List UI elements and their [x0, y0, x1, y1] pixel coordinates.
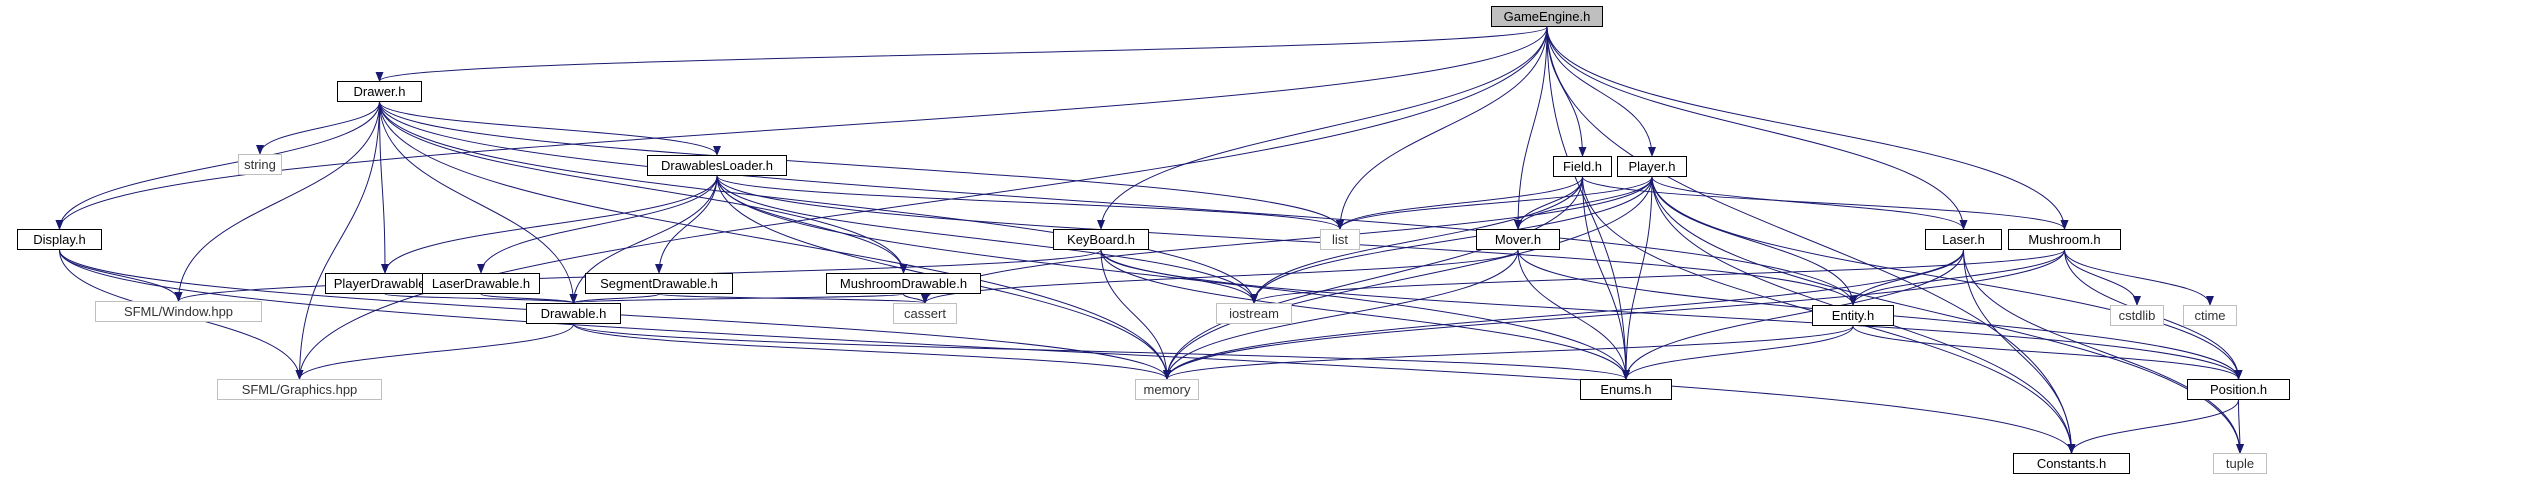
- edge-mushroom-to-entity: [1849, 249, 2065, 306]
- node-list[interactable]: list: [1320, 229, 1360, 250]
- node-string[interactable]: string: [238, 154, 282, 175]
- edge-drawer-to-drawable: [379, 101, 578, 304]
- edge-gameengine-to-constants: [1546, 26, 2076, 454]
- edge-gameengine-to-drawer: [375, 26, 1548, 82]
- edge-segmentdrawable-to-cassert: [658, 293, 929, 304]
- node-constants[interactable]: Constants.h: [2013, 453, 2130, 474]
- edge-gameengine-to-mushroom: [1546, 26, 2069, 230]
- node-mushroomdrawable[interactable]: MushroomDrawable.h: [826, 273, 981, 294]
- edge-playerdrawable-to-drawable: [384, 293, 578, 304]
- edge-player-to-mover: [1514, 176, 1653, 230]
- node-drawable[interactable]: Drawable.h: [526, 303, 621, 324]
- node-laser[interactable]: Laser.h: [1925, 229, 2002, 250]
- node-ctime[interactable]: ctime: [2183, 305, 2237, 326]
- edge-laser-to-constants: [1963, 249, 2076, 454]
- edge-gameengine-to-mover: [1514, 26, 1548, 230]
- edge-drawer-to-memory: [379, 101, 1171, 380]
- edge-player-to-position: [1651, 176, 2243, 380]
- node-enums[interactable]: Enums.h: [1580, 379, 1672, 400]
- edge-gameengine-to-keyboard: [1097, 26, 1548, 230]
- edge-position-to-constants: [2067, 399, 2239, 454]
- edge-laser-to-memory: [1163, 249, 1964, 380]
- node-drawablesloader[interactable]: DrawablesLoader.h: [647, 155, 787, 176]
- edge-drawablesloader-to-list: [716, 175, 1344, 230]
- node-keyboard[interactable]: KeyBoard.h: [1053, 229, 1149, 250]
- edge-drawer-to-playerdrawable: [379, 101, 389, 274]
- node-tuple[interactable]: tuple: [2213, 453, 2267, 474]
- edge-drawer-to-sfmlwindow: [174, 101, 380, 302]
- edge-field-to-list: [1336, 176, 1583, 230]
- edge-mushroom-to-iostream: [1250, 249, 2065, 304]
- node-mover[interactable]: Mover.h: [1476, 229, 1560, 250]
- edge-display-to-sfmlwindow: [59, 249, 183, 302]
- node-iostream[interactable]: iostream: [1216, 303, 1292, 324]
- edge-gameengine-to-display: [55, 26, 1548, 230]
- edge-drawer-to-sfmlgraphics: [295, 101, 380, 380]
- node-playerdrawable[interactable]: PlayerDrawable.h: [325, 273, 445, 294]
- edge-mushroom-to-ctime: [2064, 249, 2214, 306]
- edge-gameengine-to-laser: [1546, 26, 1968, 230]
- edge-drawer-to-string: [256, 101, 380, 155]
- edge-position-to-tuple: [2235, 399, 2244, 454]
- node-laserdrawable[interactable]: LaserDrawable.h: [422, 273, 540, 294]
- edge-keyboard-to-memory: [1100, 249, 1171, 380]
- edge-laser-to-tuple: [1963, 249, 2244, 454]
- edge-drawer-to-list: [379, 101, 1344, 230]
- edge-mover-to-memory: [1163, 249, 1519, 380]
- edge-keyboard-to-enums: [1100, 249, 1630, 380]
- node-drawer[interactable]: Drawer.h: [337, 81, 422, 102]
- edge-drawer-to-drawablesloader: [379, 101, 721, 156]
- edge-mushroom-to-cstdlib: [2064, 249, 2141, 306]
- edge-drawable-to-sfmlgraphics: [295, 323, 574, 380]
- edge-drawablesloader-to-iostream: [716, 175, 1258, 304]
- node-mushroom[interactable]: Mushroom.h: [2008, 229, 2121, 250]
- edge-player-to-memory: [1163, 176, 1653, 380]
- edge-drawer-to-mushroomdrawable: [379, 101, 908, 274]
- edge-drawable-to-enums: [573, 323, 1630, 380]
- edge-entity-to-enums: [1622, 325, 1854, 380]
- edge-drawablesloader-to-drawable: [569, 175, 718, 304]
- edge-player-to-iostream: [1250, 176, 1653, 304]
- edge-gameengine-to-list: [1336, 26, 1548, 230]
- edge-player-to-entity: [1651, 176, 1857, 306]
- edge-drawer-to-iostream: [379, 101, 1258, 304]
- edge-player-to-laser: [1651, 176, 1968, 230]
- edge-mushroom-to-memory: [1163, 249, 2065, 380]
- edge-drawablesloader-to-playerdrawable: [381, 175, 718, 274]
- edge-player-to-enums: [1622, 176, 1653, 380]
- node-player[interactable]: Player.h: [1617, 156, 1687, 177]
- node-cstdlib[interactable]: cstdlib: [2110, 305, 2164, 326]
- edge-player-to-list: [1336, 176, 1653, 230]
- node-position[interactable]: Position.h: [2187, 379, 2290, 400]
- edge-drawable-to-memory: [573, 323, 1171, 380]
- node-cassert[interactable]: cassert: [893, 303, 957, 324]
- edge-entity-to-memory: [1163, 325, 1854, 380]
- edge-drawablesloader-to-enums: [716, 175, 1630, 380]
- node-segmentdrawable[interactable]: SegmentDrawable.h: [585, 273, 733, 294]
- node-sfmlwindow[interactable]: SFML/Window.hpp: [95, 301, 262, 322]
- node-entity[interactable]: Entity.h: [1812, 305, 1894, 326]
- node-gameengine[interactable]: GameEngine.h: [1491, 6, 1603, 27]
- edge-mover-to-enums: [1517, 249, 1630, 380]
- edge-laser-to-enums: [1622, 249, 1964, 380]
- node-display[interactable]: Display.h: [17, 229, 102, 250]
- edge-field-to-iostream: [1250, 176, 1583, 304]
- edge-gameengine-to-sfmlgraphics: [295, 26, 1548, 380]
- edge-gameengine-to-player: [1546, 26, 1656, 157]
- edge-drawablesloader-to-laserdrawable: [477, 175, 718, 274]
- edge-player-to-tuple: [1651, 176, 2244, 454]
- node-sfmlgraphics[interactable]: SFML/Graphics.hpp: [217, 379, 382, 400]
- edge-field-to-mushroom: [1582, 176, 2069, 230]
- edge-display-to-constants: [59, 249, 2076, 454]
- edge-entity-to-position: [1852, 325, 2243, 380]
- node-field[interactable]: Field.h: [1553, 156, 1612, 177]
- edge-field-to-memory: [1163, 176, 1583, 380]
- edge-drawablesloader-to-segmentdrawable: [655, 175, 718, 274]
- edge-keyboard-to-position: [1100, 249, 2243, 380]
- edge-drawer-to-display: [55, 101, 380, 230]
- node-memory[interactable]: memory: [1135, 379, 1199, 400]
- edge-mushroomdrawable-to-drawable: [570, 293, 904, 304]
